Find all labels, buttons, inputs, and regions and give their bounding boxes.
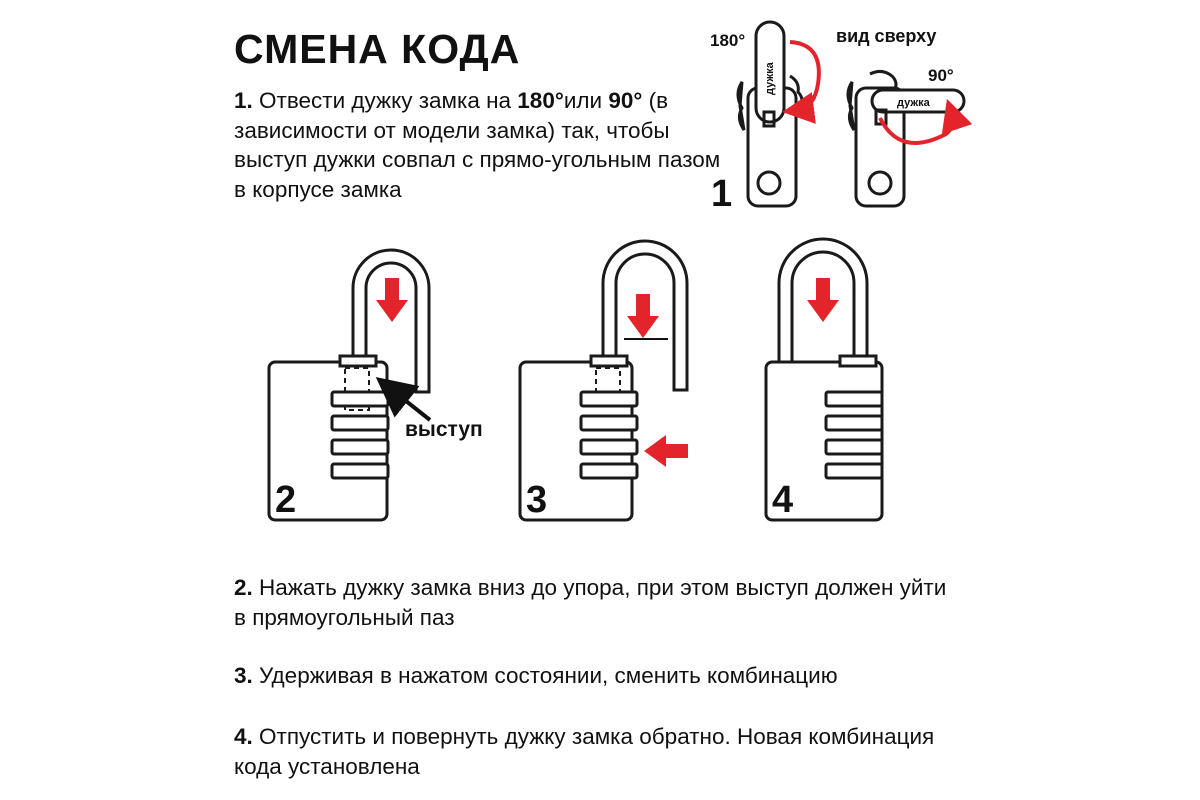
step-4-instruction: 4. Отпустить и повернуть дужку замка обр… xyxy=(234,722,954,782)
protrusion-pointer xyxy=(375,377,432,422)
angle-label-180: 180° xyxy=(710,31,745,50)
release-arrow-4 xyxy=(807,278,839,322)
figure-number-1: 1 xyxy=(711,173,732,215)
step-4-text: Отпустить и повернуть дужку замка обратн… xyxy=(234,724,935,779)
step-1-text-a: Отвести дужку замка на xyxy=(252,88,518,113)
step-3-number: 3. xyxy=(234,663,253,688)
page-title: СМЕНА КОДА xyxy=(234,26,521,72)
step-4-number: 4. xyxy=(234,724,253,749)
step-2-instruction: 2. Нажать дужку замка вниз до упора, при… xyxy=(234,573,954,633)
step-1-text-b: или xyxy=(563,88,609,113)
step-3-text: Удерживая в нажатом состоянии, сменить к… xyxy=(252,663,838,688)
rotation-arrow-180 xyxy=(782,40,821,124)
figure-4-padlock xyxy=(764,237,884,522)
angle-label-90: 90° xyxy=(928,66,954,85)
press-arrow-3 xyxy=(627,294,659,338)
shackle-label-horizontal: дужка xyxy=(897,97,931,109)
figure-2-padlock xyxy=(267,248,431,522)
dial-arrow-3 xyxy=(644,435,688,467)
step-1-number: 1. xyxy=(234,88,253,113)
protrusion-label: выступ xyxy=(405,418,483,441)
press-arrow-2 xyxy=(376,278,408,322)
rotation-arrow-90 xyxy=(878,98,973,145)
top-view-label: вид сверху xyxy=(836,26,936,46)
step-1-instruction: 1. Отвести дужку замка на 180°или 90° (в… xyxy=(234,86,734,204)
figure-1-top-view xyxy=(736,20,966,208)
shackle-label-vertical: дужка xyxy=(764,61,776,95)
figure-number-3: 3 xyxy=(526,479,547,521)
figure-number-4: 4 xyxy=(772,479,793,521)
step-1-angle-180: 180° xyxy=(517,88,564,113)
step-1-angle-90: 90° xyxy=(608,88,643,113)
step-2-text: Нажать дужку замка вниз до упора, при эт… xyxy=(234,575,947,630)
figure-number-2: 2 xyxy=(275,479,296,521)
step-3-instruction: 3. Удерживая в нажатом состоянии, сменит… xyxy=(234,661,954,691)
step-1-text-c: (в зависимости от модели замка) так, что… xyxy=(234,88,721,202)
step-2-number: 2. xyxy=(234,575,253,600)
figure-3-padlock xyxy=(518,239,689,522)
